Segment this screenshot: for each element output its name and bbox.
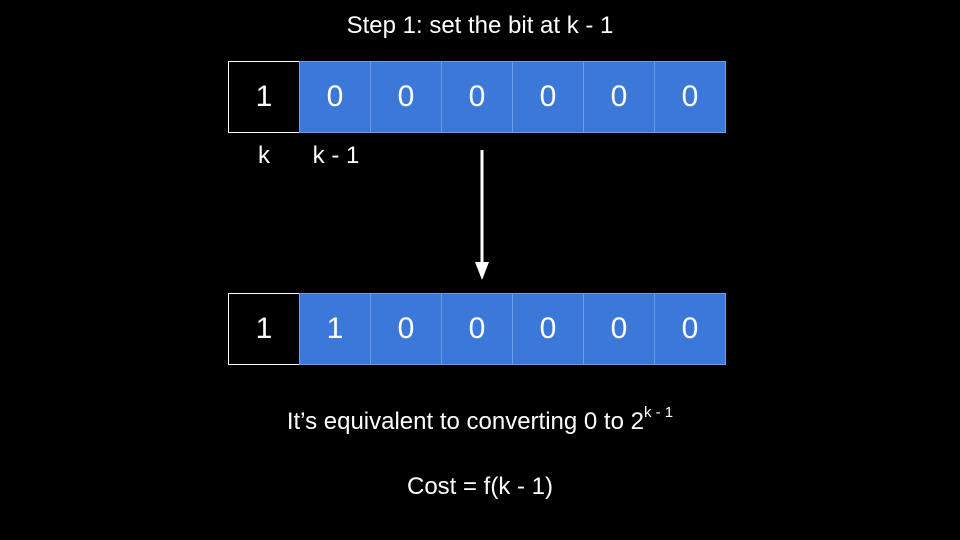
arrow-down-icon — [475, 150, 489, 280]
bit-cell: 0 — [370, 293, 442, 365]
cost-formula: Cost = f(k - 1) — [406, 473, 554, 500]
bit-cell: 0 — [441, 293, 513, 365]
label-k-minus-1: k - 1 — [312, 142, 360, 169]
bit-cell: 0 — [583, 293, 655, 365]
label-k: k — [258, 142, 270, 169]
bit-cell-k: 1 — [228, 61, 300, 133]
slide-title: Step 1: set the bit at k - 1 — [346, 12, 614, 39]
bit-array-after: 1 1 0 0 0 0 0 — [228, 293, 726, 365]
bit-cell-k-minus-1: 0 — [299, 61, 371, 133]
equivalence-note-text: It’s equivalent to converting 0 to 2 — [286, 408, 644, 435]
bit-cell: 0 — [654, 61, 726, 133]
bit-cell-k: 1 — [228, 293, 300, 365]
bit-array-before: 1 0 0 0 0 0 0 — [228, 61, 726, 133]
bit-cell: 0 — [512, 61, 584, 133]
bit-cell: 0 — [583, 61, 655, 133]
bit-cell: 0 — [370, 61, 442, 133]
exponent-superscript: k - 1 — [643, 404, 674, 421]
equivalence-note: It’s equivalent to converting 0 to 2k - … — [0, 404, 960, 438]
bit-cell: 0 — [441, 61, 513, 133]
bit-cell: 0 — [654, 293, 726, 365]
bit-cell: 0 — [512, 293, 584, 365]
bit-cell-k-minus-1: 1 — [299, 293, 371, 365]
